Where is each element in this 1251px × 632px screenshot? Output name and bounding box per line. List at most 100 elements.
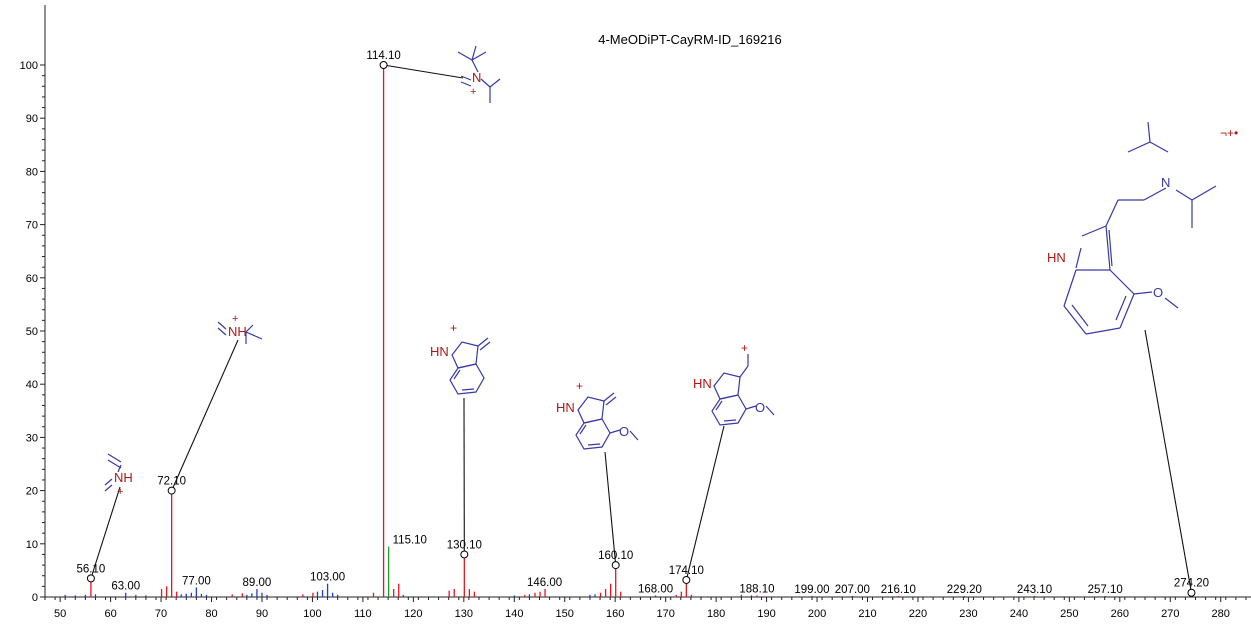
structure-114-n: N [472,70,481,85]
structure-174-hn: HN [693,376,712,391]
x-tick-label: 190 [757,608,775,620]
peak-marker [460,550,469,559]
x-tick-label: 250 [1060,608,1078,620]
y-tick-label: 90 [26,113,38,125]
x-tick-label: 120 [404,608,422,620]
structure-160-hn: HN [556,400,575,415]
peak-label: 243.10 [1017,584,1052,596]
blue-peaks [64,583,1106,597]
y-tick-label: 70 [26,220,38,232]
structure-130-hn: HN [430,344,449,359]
x-tick-label: 200 [808,608,826,620]
structure-130-charge: + [450,321,457,335]
x-tick-label: 280 [1212,608,1230,620]
x-tick-label: 50 [54,608,66,620]
structure-160-o: O [619,424,629,439]
structure-174: HN + O [693,341,775,426]
leader-line [685,425,725,581]
y-tick-label: 100 [20,60,38,72]
peak-label: 207.00 [835,584,870,596]
peak-label: 174.10 [669,565,704,577]
peak-label: 188.10 [739,583,774,595]
leader-line [383,64,464,79]
x-tick-label: 90 [256,608,268,620]
structure-130: HN + [430,321,491,395]
leader-line [1144,329,1192,593]
peak-marker [611,561,620,570]
peak-label: 63.00 [111,581,140,593]
leader-line [90,486,121,579]
x-tick-label: 160 [606,608,624,620]
leader-lines [90,64,1192,593]
y-tick-label: 80 [26,166,38,178]
y-tick-label: 30 [26,432,38,444]
y-tick-label: 10 [26,539,38,551]
x-tick-label: 260 [1111,608,1129,620]
peak-marker [682,575,691,584]
structure-114: N + [457,45,501,103]
y-tick-label: 20 [26,486,38,498]
structure-174-o: O [755,400,765,415]
structure-114-charge: + [470,86,476,98]
x-tick-label: 180 [707,608,725,620]
peak-label: 72.10 [157,476,186,488]
y-tick-label: 0 [32,592,38,604]
x-tick-label: 60 [104,608,116,620]
x-tick-label: 210 [858,608,876,620]
peak-marker [1187,588,1196,597]
x-tick-label: 240 [1010,608,1028,620]
structure-160: HN + O [556,379,639,450]
structure-160-charge: + [576,379,583,393]
peak-label: 56.10 [77,563,106,575]
y-tick-label: 60 [26,273,38,285]
x-tick-label: 80 [205,608,217,620]
peak-label: 114.10 [366,50,400,62]
structure-72-charge: + [232,313,238,325]
peak-marker [379,61,388,69]
peak-label: 89.00 [243,577,272,589]
structure-parent-n: N [1161,175,1170,190]
structure-parent-radical: ¬+• [1220,126,1238,140]
x-tick-label: 170 [656,608,674,620]
peak-label: 257.10 [1088,584,1123,596]
structure-56-nh: NH [114,470,133,485]
structure-56-charge: + [117,486,123,498]
structure-parent: HN N O ¬+• [1047,121,1238,335]
y-ticks: 0 10 20 30 40 50 60 70 80 90 100 [20,60,45,604]
x-tick-label: 270 [1161,608,1179,620]
peak-label: 168.00 [638,583,673,595]
peak-marker [167,486,176,495]
structure-parent-hn: HN [1047,250,1066,265]
peak-label: 146.00 [527,577,562,589]
peak-label: 199.00 [794,584,829,596]
peak-label: 216.10 [881,584,916,596]
peak-label: 103.00 [310,572,345,584]
structure-72-nh: NH [228,324,247,339]
x-tick-label: 130 [455,608,473,620]
peak-label: 274.20 [1174,578,1209,590]
chart-title: 4-MeODiPT-CayRM-ID_169216 [598,32,782,47]
leader-line [604,451,617,566]
red-peaks [90,65,1193,597]
x-tick-label: 140 [505,608,523,620]
x-tick-label: 100 [303,608,321,620]
structure-parent-o: O [1153,285,1163,300]
x-tick-label: 230 [959,608,977,620]
structure-72: NH + [217,313,263,344]
y-tick-label: 50 [26,326,38,338]
x-tick-label: 220 [909,608,927,620]
leader-line [171,339,239,491]
x-tick-label: 110 [354,608,372,620]
peak-label: 229.20 [947,584,982,596]
peak-marker [86,574,95,583]
y-tick-label: 40 [26,379,38,391]
peak-label: 77.00 [182,575,211,587]
axes [44,5,1251,598]
structure-56: NH + [104,453,133,498]
x-tick-label: 70 [155,608,167,620]
peak-label: 160.10 [598,550,633,562]
peak-markers [86,61,1196,597]
structure-174-charge: + [741,341,748,355]
